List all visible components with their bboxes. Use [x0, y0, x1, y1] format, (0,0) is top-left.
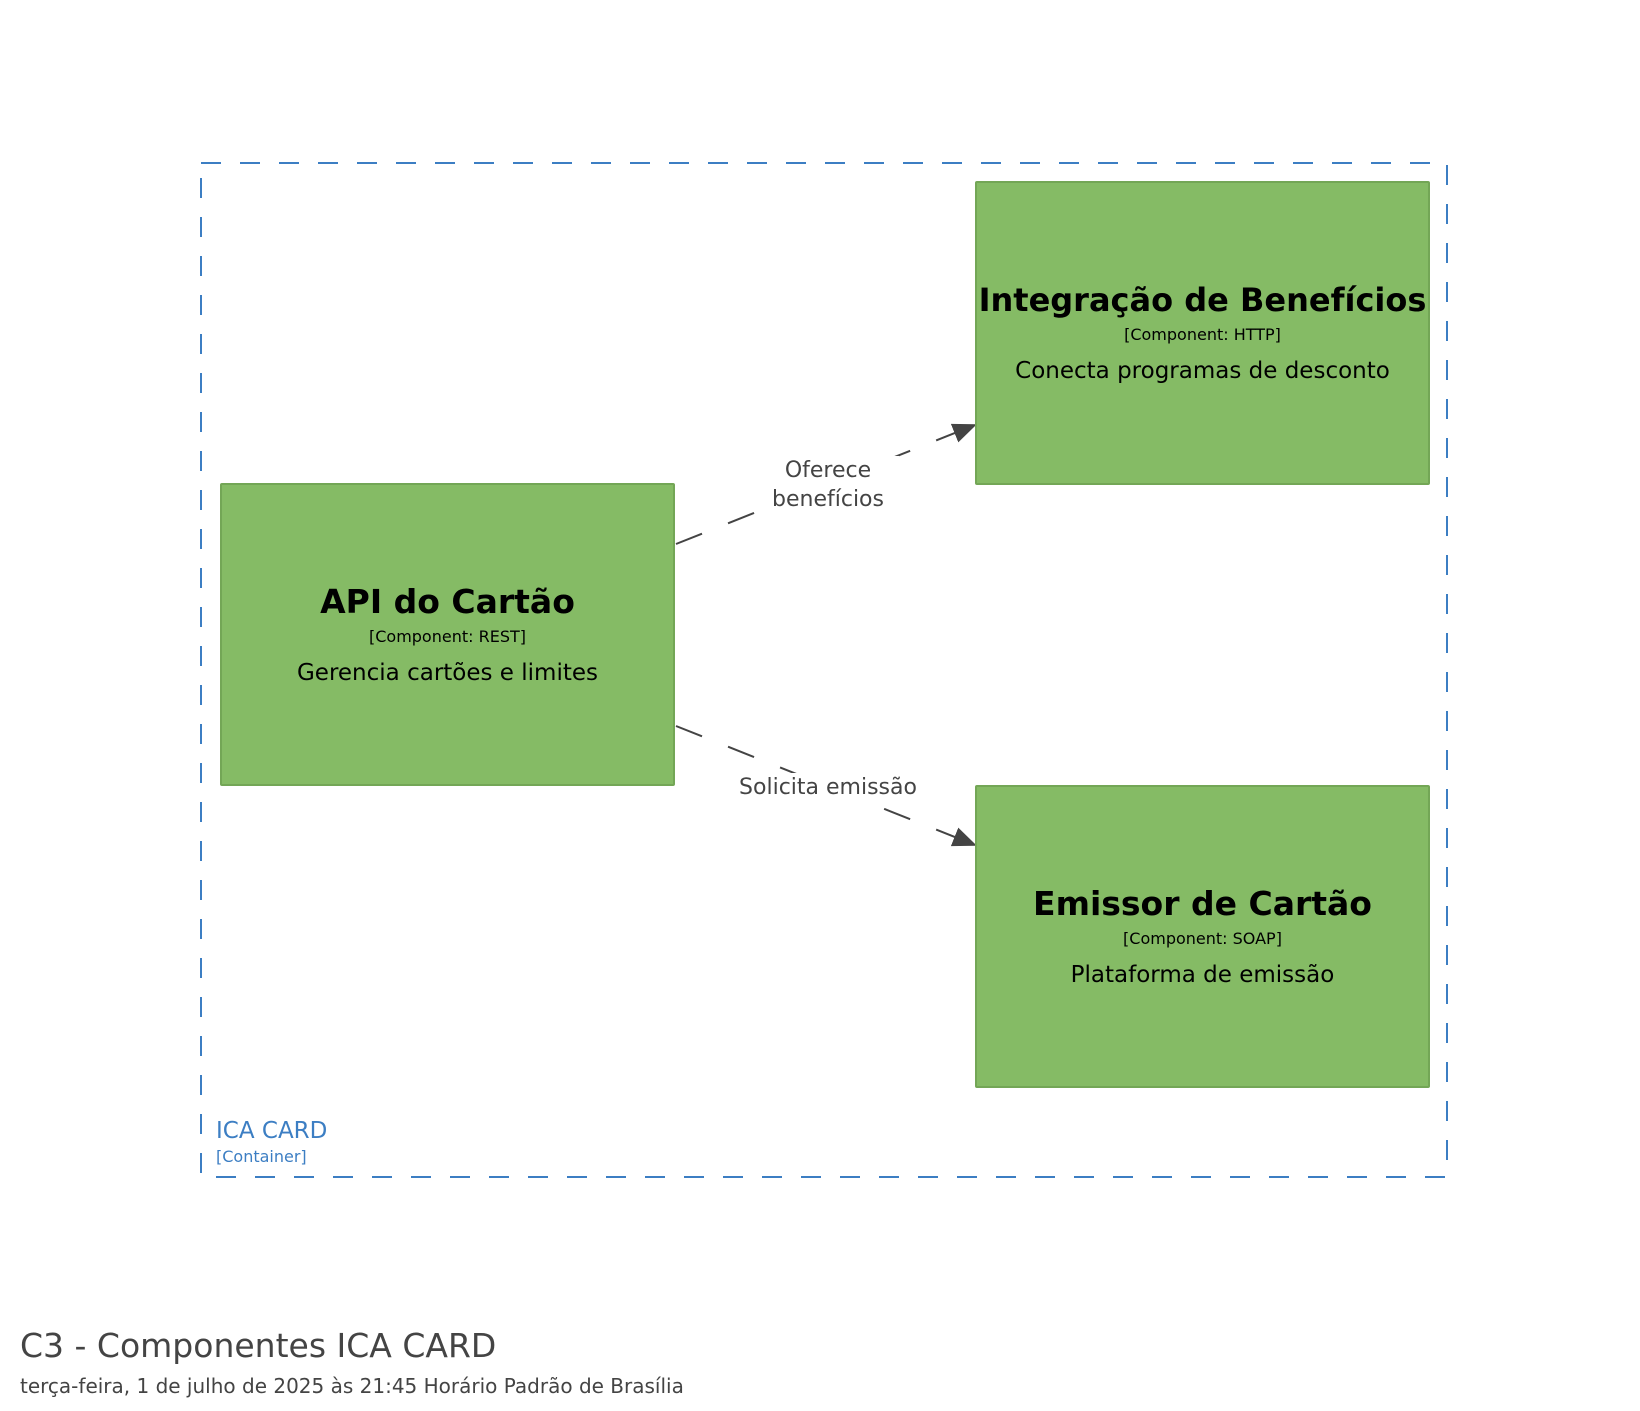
- relationship-label-benefits: Oferece benefícios: [757, 456, 899, 514]
- component-name: Integração de Benefícios: [978, 281, 1427, 319]
- component-name: Emissor de Cartão: [1033, 883, 1372, 923]
- component-integracao-de-beneficios[interactable]: Integração de Benefícios [Component: HTT…: [975, 181, 1430, 485]
- boundary-name: ICA CARD: [216, 1118, 328, 1144]
- component-api-do-cartao[interactable]: API do Cartão [Component: REST] Gerencia…: [220, 483, 675, 786]
- component-type: [Component: HTTP]: [1124, 325, 1281, 344]
- component-description: Gerencia cartões e limites: [296, 659, 598, 686]
- component-emissor-de-cartao[interactable]: Emissor de Cartão [Component: SOAP] Plat…: [975, 785, 1430, 1088]
- component-description: Conecta programas de desconto: [1015, 358, 1390, 384]
- component-name: API do Cartão: [320, 581, 575, 621]
- component-type: [Component: REST]: [368, 626, 526, 646]
- component-type: [Component: SOAP]: [1123, 928, 1282, 948]
- component-description: Plataforma de emissão: [1070, 961, 1335, 988]
- relationship-label-emission: Solicita emissão: [728, 773, 928, 802]
- diagram-title: C3 - Componentes ICA CARD: [20, 1326, 497, 1365]
- diagram-subtitle: terça-feira, 1 de julho de 2025 às 21:45…: [20, 1374, 684, 1398]
- boundary-type: [Container]: [216, 1147, 307, 1166]
